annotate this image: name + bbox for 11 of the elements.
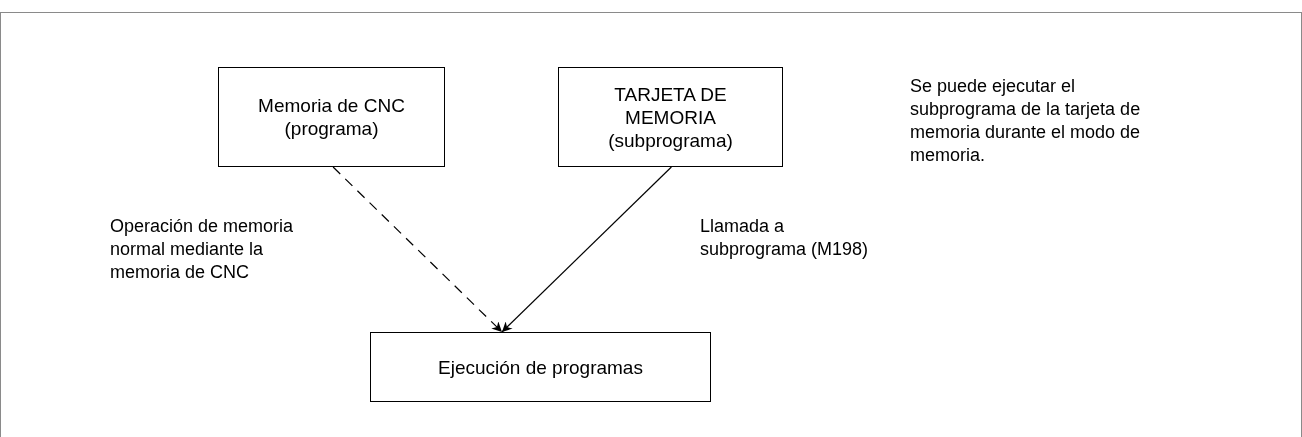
- arrow: [501, 166, 672, 333]
- arrow: [332, 166, 503, 333]
- process-box: [558, 67, 783, 167]
- box-text: Memoria de CNC (programa): [257, 94, 406, 140]
- edge-label: Operación de memoria normal mediante la memoria de CNC: [110, 215, 295, 284]
- process-box: [218, 67, 445, 167]
- box-text: Ejecución de programas: [438, 355, 643, 379]
- note-text: Se puede ejecutar el subprograma de la tarjeta de memoria durante el modo de memoria.: [910, 75, 1142, 167]
- edge-label: Llamada a subprograma (M198): [700, 215, 870, 261]
- box-text: TARJETA DE MEMORIA (subprograma): [607, 82, 734, 152]
- process-box: [370, 332, 711, 402]
